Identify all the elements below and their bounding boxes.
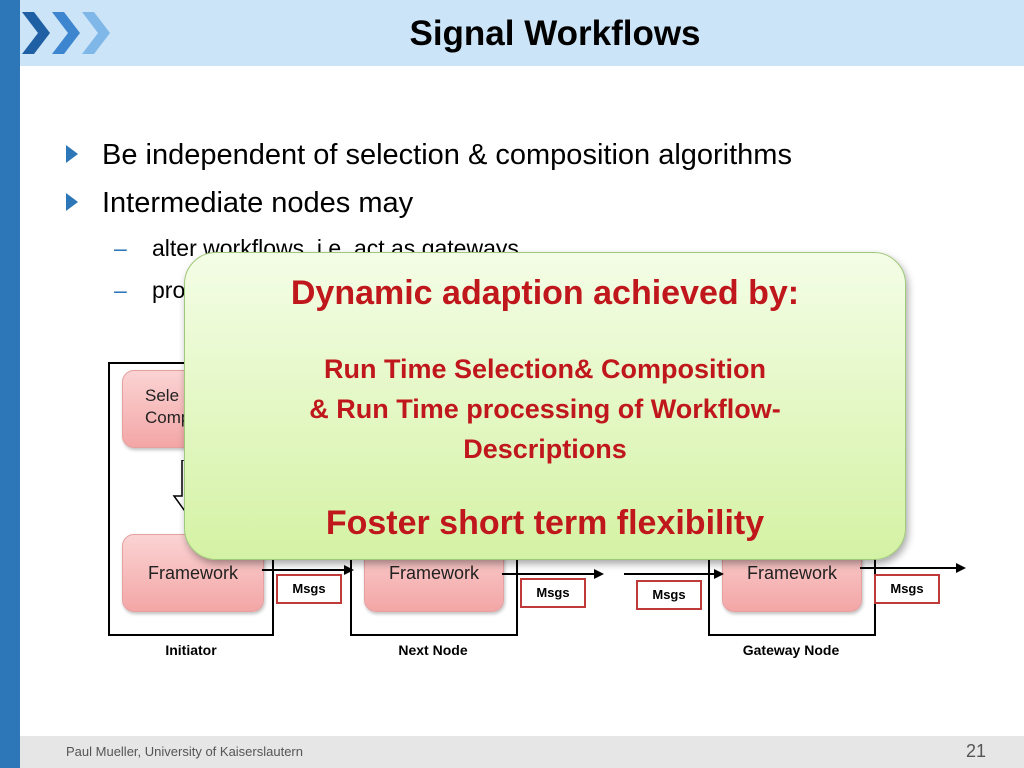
composition-box-text: Comp bbox=[145, 408, 191, 427]
bullet-triangle-icon bbox=[66, 145, 78, 163]
next-node-label: Next Node bbox=[398, 642, 468, 658]
msgs-box: Msgs bbox=[520, 578, 586, 608]
slide-title: Signal Workflows bbox=[409, 14, 701, 53]
bullet-triangle-icon bbox=[66, 193, 78, 211]
chevron-arrows-icon bbox=[22, 12, 110, 54]
left-accent-bar bbox=[0, 0, 20, 768]
slide-footer: Paul Mueller, University of Kaiserslaute… bbox=[20, 736, 1024, 768]
initiator-label: Initiator bbox=[165, 642, 217, 658]
callout-body-line: Run Time Selection& Composition bbox=[323, 354, 767, 384]
callout-title: Dynamic adaption achieved by: bbox=[290, 274, 800, 312]
msgs-box: Msgs bbox=[874, 574, 940, 604]
callout-body-line: & Run Time processing of Workflow- bbox=[309, 394, 781, 424]
framework-label: Framework bbox=[147, 563, 238, 583]
sub-bullet-text: pro bbox=[152, 277, 186, 303]
callout-body: Run Time Selection& Composition & Run Ti… bbox=[225, 349, 865, 469]
sub-bullet-dash: – bbox=[114, 277, 127, 303]
callout-box: Dynamic adaption achieved by: Run Time S… bbox=[184, 252, 906, 560]
header-band bbox=[20, 0, 1024, 66]
bullet-text: Intermediate nodes may bbox=[102, 187, 414, 219]
sub-bullet-dash: – bbox=[114, 235, 127, 261]
callout-footer: Foster short term flexibility bbox=[325, 504, 765, 542]
footer-author: Paul Mueller, University of Kaiserslaute… bbox=[66, 744, 303, 759]
selection-box-text: Sele bbox=[145, 386, 180, 405]
msgs-box: Msgs bbox=[276, 574, 342, 604]
page-number: 21 bbox=[965, 741, 986, 761]
framework-label: Framework bbox=[388, 563, 479, 583]
bullet-text: Be independent of selection & compositio… bbox=[102, 139, 792, 171]
framework-label: Framework bbox=[746, 563, 837, 583]
msgs-box: Msgs bbox=[636, 580, 702, 610]
gateway-node-label: Gateway Node bbox=[742, 642, 840, 658]
callout-body-line: Descriptions bbox=[463, 434, 627, 464]
